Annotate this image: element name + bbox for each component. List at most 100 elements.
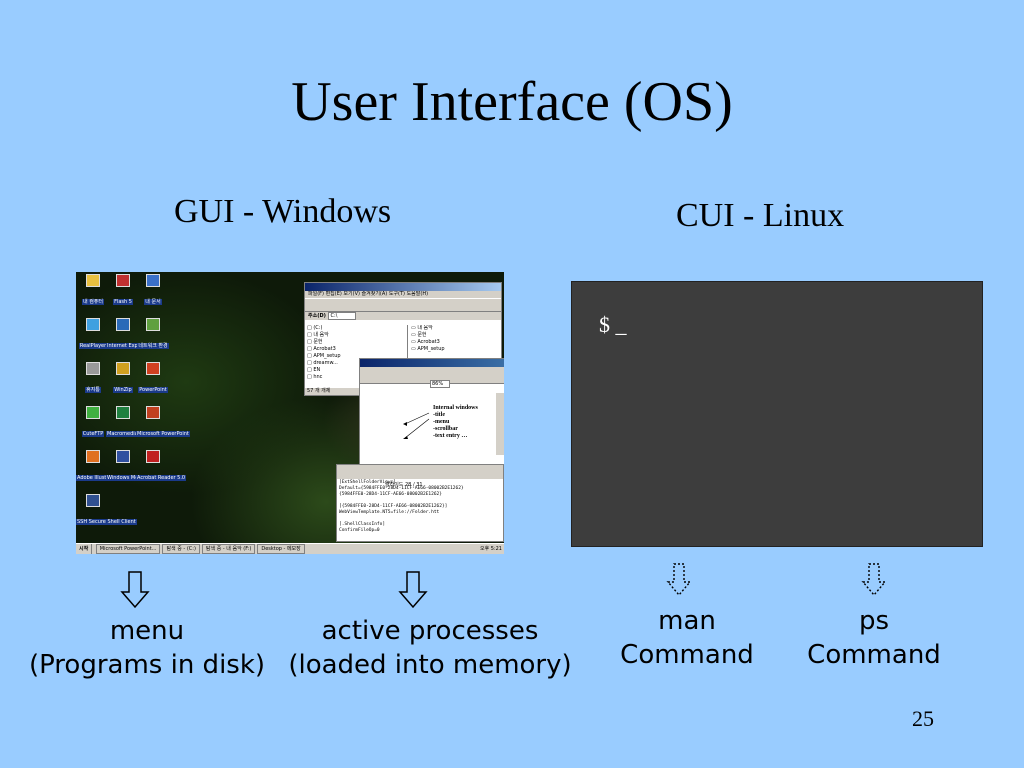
desktop-icon-label: Windows Media <box>106 475 147 481</box>
tree-item[interactable]: □ Acrobat3 <box>307 346 336 352</box>
app-icon <box>86 406 100 419</box>
tree-item[interactable]: □ EN <box>307 367 321 373</box>
man-caption-line2: Command <box>620 640 754 670</box>
down-arrow-icon <box>398 571 428 609</box>
address-label: 주소(D) <box>308 313 326 319</box>
file-item[interactable]: ▭ 문헌 <box>411 332 427 338</box>
annotation-item: -title <box>433 412 445 418</box>
taskbar-task-button[interactable]: Microsoft PowerPoint... <box>95 544 161 554</box>
frontpage-titlebar <box>360 359 504 367</box>
page-number: 25 <box>912 706 934 731</box>
frontpage-toolbar: 86% <box>360 367 504 388</box>
ps-caption-line2: Command <box>807 640 941 670</box>
app-icon <box>116 406 130 419</box>
desktop-icon-label: Adobe Illustrator 9.0 <box>76 475 130 481</box>
tree-item[interactable]: □ dreamw... <box>307 360 338 366</box>
app-icon <box>146 318 160 331</box>
tree-item[interactable]: □ 내 음악 <box>307 332 329 338</box>
app-icon <box>116 274 130 287</box>
explorer-menubar: 파일(F) 편집(E) 보기(V) 즐겨찾기(A) 도구(T) 도움말(H) <box>305 291 501 298</box>
active-processes-caption: active processes (loaded into memory) <box>280 614 580 682</box>
desktop-icon[interactable]: WinZip <box>106 362 140 395</box>
file-item[interactable]: ▭ 내 음악 <box>411 325 433 331</box>
folder-tree-pane: □ (C:)□ 내 음악□ 문헌□ Acrobat3□ APM_setup□ d… <box>307 325 408 385</box>
annotation-item: -menu <box>433 419 450 425</box>
desktop-icon-label: 네트워크 환경 <box>137 343 169 349</box>
address-value: C:\ <box>327 312 357 320</box>
desktop-icon-label: Microsoft PowerPoint <box>136 431 190 437</box>
taskbar-task-button[interactable]: 탐색 중 - (C:) <box>162 544 200 554</box>
man-caption-line1: man <box>658 606 716 636</box>
slide-title: User Interface (OS) <box>291 71 733 133</box>
desktop-icon[interactable]: Flash 5 <box>106 274 140 307</box>
file-item[interactable]: ▭ Acrobat3 <box>411 339 440 345</box>
tree-item[interactable]: □ hnc <box>307 374 323 380</box>
start-button[interactable]: 시작 <box>76 544 93 554</box>
app-icon <box>86 362 100 375</box>
app-icon <box>116 362 130 375</box>
app-icon <box>86 318 100 331</box>
desktop-icon-label: Internet Explorer <box>106 343 151 349</box>
desktop-icon[interactable]: 네트워크 환경 <box>136 318 170 351</box>
active-caption-line1: active processes <box>321 616 539 646</box>
desktop-icon[interactable]: Windows Media <box>106 450 147 483</box>
app-icon <box>86 274 100 287</box>
app-icon <box>86 450 100 463</box>
annotation-item: -scrollbar <box>433 426 458 432</box>
explorer-titlebar <box>305 283 501 291</box>
shell-prompt: $ _ <box>599 312 627 337</box>
app-icon <box>146 450 160 463</box>
down-arrow-icon <box>120 571 150 609</box>
desktop-icon[interactable]: CuteFTP <box>76 406 110 439</box>
app-icon <box>146 362 160 375</box>
man-command-caption: man Command <box>610 604 764 672</box>
explorer-toolbar <box>305 298 501 312</box>
desktop-icon-label: PowerPoint <box>138 387 168 393</box>
menu-caption-line2: (Programs in disk) <box>28 650 266 680</box>
annotation-title: Internal windows <box>433 405 478 411</box>
linux-terminal[interactable]: $ _ <box>571 281 983 547</box>
desktop-icon-label: RealPlayer <box>78 343 108 349</box>
desktop-icon[interactable]: 휴지통 <box>76 362 110 395</box>
notepad-text: [ExtShellFolderViews] Default={5984FFE0-… <box>339 480 464 533</box>
desktop-icon[interactable]: Acrobat Reader 5.0 <box>136 450 187 483</box>
taskbar-task-button[interactable]: Desktop - 메모장 <box>257 544 305 554</box>
taskbar-tasks: Microsoft PowerPoint...탐색 중 - (C:)탐색 중 -… <box>94 544 305 554</box>
desktop-icon[interactable]: Adobe Illustrator 9.0 <box>76 450 130 483</box>
down-arrow-icon <box>861 563 887 597</box>
notepad-header: 슬라이드 28 / 31 <box>337 465 503 488</box>
app-icon <box>86 494 100 507</box>
internal-windows-annotation: Internal windows -title-menu-scrollbar-t… <box>433 405 478 440</box>
desktop-icon[interactable]: Microsoft PowerPoint <box>136 406 190 439</box>
desktop-icon[interactable]: PowerPoint <box>136 362 170 395</box>
zoom-field: 86% <box>430 380 451 388</box>
file-item[interactable]: ▭ APM_setup <box>411 346 445 352</box>
frontpage-window: 86% Internal windows -title-menu-scrollb… <box>359 358 504 474</box>
windows-taskbar: 시작 Microsoft PowerPoint...탐색 중 - (C:)탐색 … <box>76 543 504 554</box>
tree-item[interactable]: □ APM_setup <box>307 353 341 359</box>
app-icon <box>146 274 160 287</box>
desktop-icon-label: WinZip <box>113 387 133 393</box>
taskbar-task-button[interactable]: 탐색 중 - 내 음악 (F:) <box>201 544 256 554</box>
notepad-window: 슬라이드 28 / 31 [ExtShellFolderViews] Defau… <box>336 464 504 542</box>
desktop-icon-label: SSH Secure Shell Client <box>76 519 137 525</box>
app-icon <box>146 406 160 419</box>
desktop-icon-label: 내 문서 <box>144 299 162 305</box>
app-icon <box>116 318 130 331</box>
taskbar-clock: 오후 5:21 <box>479 546 502 552</box>
desktop-icon[interactable]: RealPlayer <box>76 318 110 351</box>
desktop-icon-label: 휴지통 <box>85 387 101 393</box>
tree-item[interactable]: □ (C:) <box>307 325 323 331</box>
desktop-icon[interactable]: Internet Explorer <box>106 318 151 351</box>
desktop-icon[interactable]: Macromedia Dreamwea... <box>106 406 173 439</box>
desktop-icon[interactable]: 내 컴퓨터 <box>76 274 110 307</box>
tree-item[interactable]: □ 문헌 <box>307 339 323 345</box>
desktop-icon[interactable]: SSH Secure Shell Client <box>76 494 137 527</box>
gui-heading: GUI - Windows <box>174 193 392 230</box>
ps-command-caption: ps Command <box>796 604 952 672</box>
frontpage-scrollbar[interactable] <box>496 393 504 455</box>
desktop-icon[interactable]: 내 문서 <box>136 274 170 307</box>
desktop-icon-label: Flash 5 <box>113 299 133 305</box>
menu-caption: menu (Programs in disk) <box>12 614 282 682</box>
